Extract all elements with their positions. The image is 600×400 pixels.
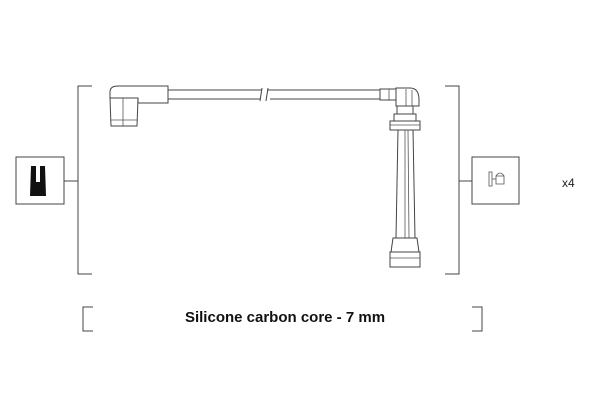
cable-spec-caption: Silicone carbon core - 7 mm bbox=[184, 309, 386, 326]
quantity-label: x4 bbox=[562, 176, 575, 190]
lead-bracket-left bbox=[77, 85, 92, 275]
coil-terminal-icon bbox=[15, 156, 65, 205]
spark-plug-terminal-icon bbox=[471, 156, 520, 205]
cable bbox=[168, 87, 380, 102]
lead-bracket-right bbox=[445, 85, 460, 275]
coil-boot bbox=[109, 85, 169, 127]
spark-plug-boot bbox=[379, 87, 421, 268]
caption-bracket-left bbox=[82, 306, 93, 332]
caption-bracket-right bbox=[472, 306, 483, 332]
